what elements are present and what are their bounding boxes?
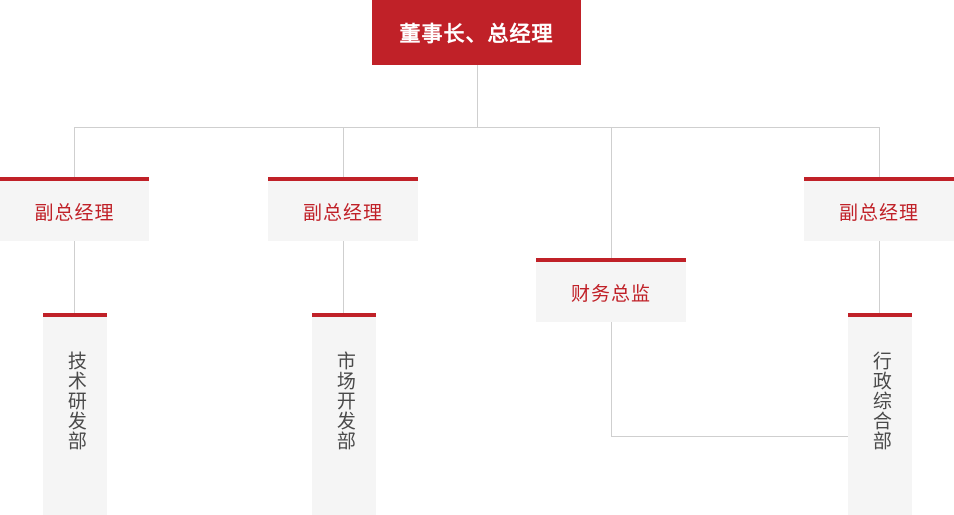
connector-main-bus (74, 127, 880, 128)
node-vice-general-manager-3[interactable]: 副总经理 (804, 177, 954, 241)
connector-root-down (477, 65, 478, 127)
node-department-administration[interactable]: 行政综合部 (848, 313, 912, 515)
connector-bus-to-vp2 (343, 127, 344, 177)
connector-vp3-to-dept3 (879, 237, 880, 313)
node-chairman-general-manager[interactable]: 董事长、总经理 (372, 0, 581, 65)
node-vice-general-manager-1[interactable]: 副总经理 (0, 177, 149, 241)
node-department-technology-rd[interactable]: 技术研发部 (43, 313, 107, 515)
node-department-market-development[interactable]: 市场开发部 (312, 313, 376, 515)
node-vice-general-manager-2[interactable]: 副总经理 (268, 177, 418, 241)
connector-cfo-down (611, 317, 612, 436)
department-label-market-development: 市场开发部 (333, 351, 356, 451)
node-financial-director[interactable]: 财务总监 (536, 258, 686, 322)
connector-bus-to-cfo (611, 127, 612, 258)
connector-cfo-to-dept3 (611, 436, 849, 437)
connector-bus-to-vp1 (74, 127, 75, 177)
department-label-administration: 行政综合部 (869, 351, 892, 451)
department-label-technology-rd: 技术研发部 (64, 351, 87, 451)
connector-vp1-to-dept1 (74, 237, 75, 313)
connector-bus-to-vp3 (879, 127, 880, 177)
connector-vp2-to-dept2 (343, 237, 344, 313)
